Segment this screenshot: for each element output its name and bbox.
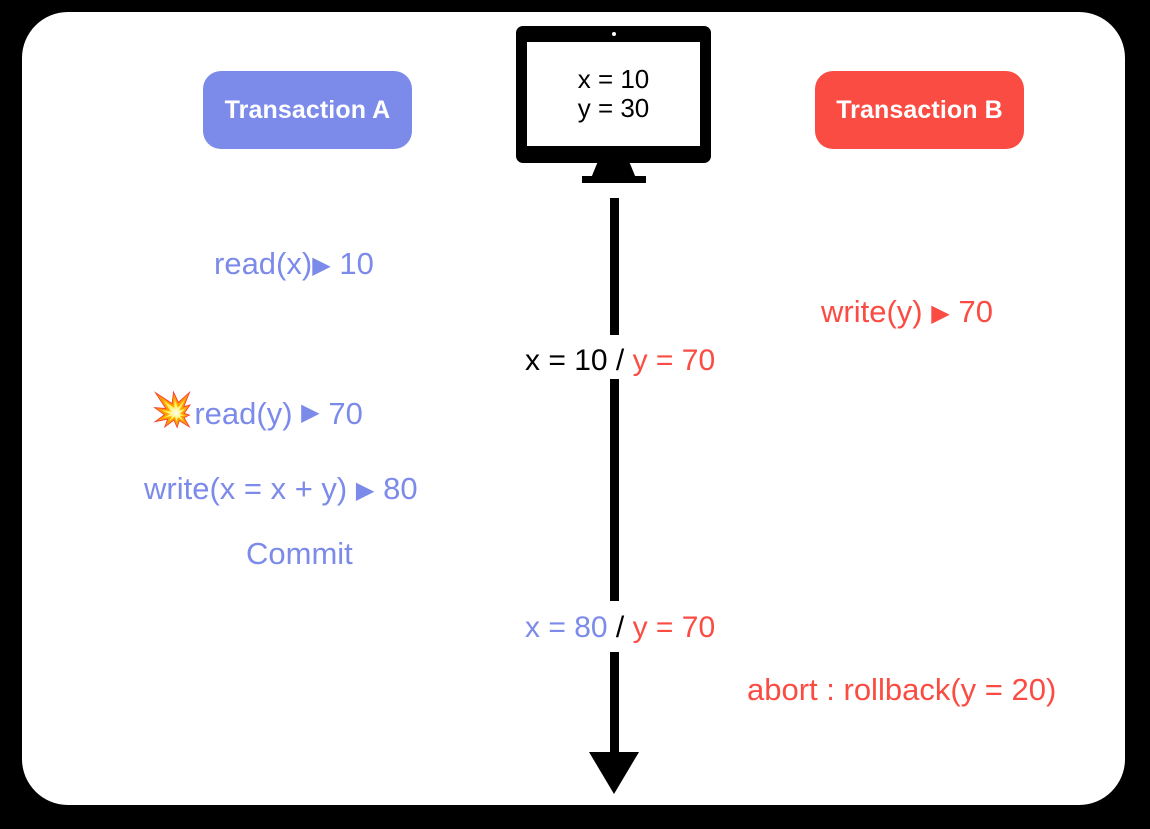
db-state-y: y = 30: [577, 93, 650, 123]
timeline-segment-2: [610, 379, 619, 601]
op-read-y-result: 70: [328, 395, 363, 431]
op-read-x-call: read(x): [214, 246, 313, 281]
result-triangle-icon: ▶: [301, 398, 320, 426]
monitor-camera-dot: [611, 32, 616, 36]
timeline-arrowhead-icon: [589, 752, 639, 794]
monitor-base: [581, 176, 646, 183]
state-2-separator: /: [615, 611, 625, 644]
transaction-a-label: Transaction A: [224, 95, 391, 124]
op-write-x-call: write(x = x + y): [144, 471, 348, 506]
state-1-x: x = 10: [525, 344, 608, 377]
monitor-stand: [591, 162, 636, 177]
op-read-x-result: 10: [339, 246, 374, 281]
db-state-x: x = 10: [577, 63, 650, 94]
op-read-y-call: read(y): [194, 395, 293, 431]
result-triangle-icon: ▶: [312, 251, 331, 279]
result-triangle-icon: ▶: [355, 476, 375, 504]
state-1-y: y = 70: [632, 344, 716, 377]
timeline-segment-1: [610, 198, 619, 335]
timeline-segment-3: [610, 652, 619, 758]
op-write-y-call: write(y): [821, 294, 923, 329]
transaction-a-badge[interactable]: Transaction A: [203, 71, 412, 149]
result-triangle-icon: ▶: [931, 299, 950, 327]
state-2-x: x = 80: [525, 611, 608, 644]
database-monitor-icon: x = 10 y = 30: [516, 26, 711, 183]
op-write-y: write(y) ▶ 70: [821, 296, 993, 327]
op-write-y-result: 70: [958, 294, 993, 329]
op-read-x: read(x)▶ 10: [214, 248, 374, 279]
diagram-card: Transaction A Transaction B x = 10 y = 3…: [22, 12, 1125, 805]
db-state-label-2: x = 80 / y = 70: [519, 611, 722, 645]
monitor-screen: x = 10 y = 30: [527, 42, 700, 146]
db-state-label-1: x = 10 / y = 70: [519, 344, 722, 378]
op-commit: Commit: [246, 536, 353, 571]
state-1-separator: /: [615, 344, 625, 377]
monitor-bezel: x = 10 y = 30: [516, 26, 711, 163]
state-2-y: y = 70: [632, 611, 716, 644]
op-abort-rollback: abort : rollback(y = 20): [747, 672, 1057, 707]
op-write-x: write(x = x + y) ▶ 80: [144, 473, 418, 504]
collision-explosion-icon: 💥: [151, 390, 194, 430]
transaction-b-label: Transaction B: [836, 95, 1003, 124]
transaction-b-badge[interactable]: Transaction B: [815, 71, 1024, 149]
op-read-y-dirty-read: 💥read(y) ▶ 70: [151, 390, 363, 431]
op-write-x-result: 80: [383, 471, 418, 506]
